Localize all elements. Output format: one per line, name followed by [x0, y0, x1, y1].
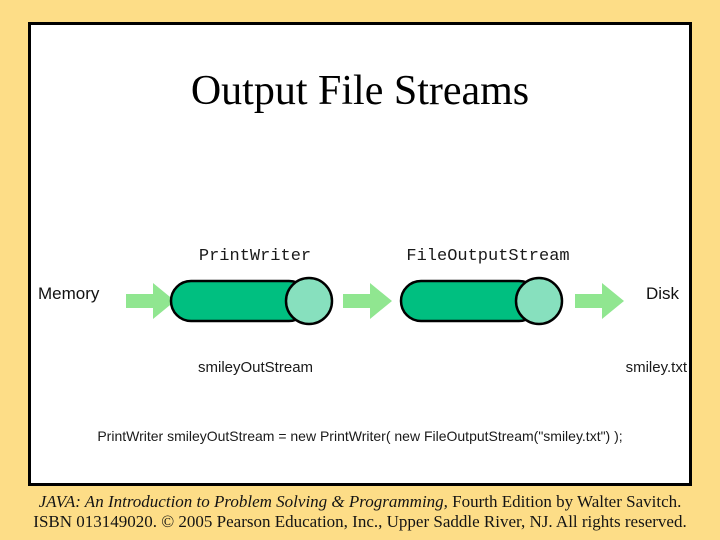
- footer-line-1: JAVA: An Introduction to Problem Solving…: [0, 492, 720, 512]
- output-file-name-label: smiley.txt: [625, 359, 687, 376]
- stream-pipe-cylinder-icon: [169, 276, 334, 326]
- book-title-text: JAVA: An Introduction to Problem Solving…: [38, 492, 448, 511]
- disk-label: Disk: [646, 284, 680, 303]
- footer-line-2: ISBN 013149020. © 2005 Pearson Education…: [33, 512, 687, 531]
- java-code-line: PrintWriter smileyOutStream = new PrintW…: [97, 428, 623, 444]
- stream-pipe-cylinder-icon: [399, 276, 564, 326]
- class-label-printwriter: PrintWriter: [198, 247, 312, 266]
- stream-object-name-label: smileyOutStream: [198, 359, 314, 376]
- edition-text: Fourth Edition by Walter Savitch.: [447, 492, 682, 511]
- slide-canvas: Output File Streams PrintWriter FileOutp…: [28, 22, 692, 486]
- right-block-arrow-icon: [126, 283, 175, 319]
- memory-label: Memory: [38, 284, 100, 303]
- right-block-arrow-icon: [575, 283, 624, 319]
- page-title: Output File Streams: [190, 68, 530, 114]
- right-block-arrow-icon: [343, 283, 392, 319]
- slide-footer: JAVA: An Introduction to Problem Solving…: [0, 492, 720, 532]
- class-label-fileoutputstream: FileOutputStream: [406, 247, 570, 266]
